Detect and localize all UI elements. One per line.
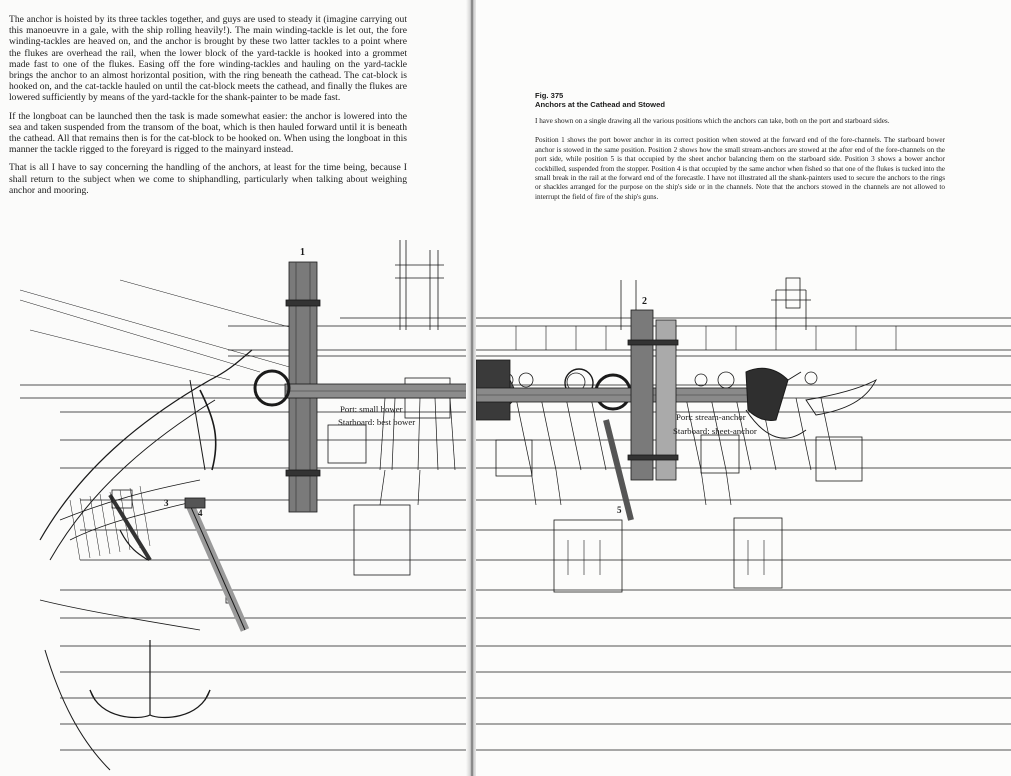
anchor-flukes-bottom	[89, 640, 211, 719]
left-page: The anchor is hoisted by its three tackl…	[0, 0, 468, 776]
anchor-position-5	[603, 419, 634, 521]
right-page: Fig. 375 Anchors at the Cathead and Stow…	[476, 0, 1011, 776]
figure-caption: Fig. 375 Anchors at the Cathead and Stow…	[535, 91, 945, 212]
anchor-position-2	[627, 309, 679, 481]
anchor-ring-1	[253, 369, 291, 407]
left-page-text: The anchor is hoisted by its three tackl…	[9, 14, 407, 203]
port-label-right: Port: stream-anchor	[676, 412, 746, 422]
paragraph-weighing-tackles: The anchor is hoisted by its three tackl…	[9, 14, 407, 104]
anchor-position-3	[108, 489, 152, 562]
paragraph-closing: That is all I have to say concerning the…	[9, 162, 407, 196]
position-4-number: 4	[198, 508, 203, 518]
port-label-left: Port: small bower	[340, 404, 403, 414]
position-3-number: 3	[164, 498, 169, 508]
anchor-shank-2	[476, 387, 767, 403]
starboard-label-left: Starboard: best bower	[338, 417, 416, 427]
paragraph-longboat: If the longboat can be launched then the…	[9, 110, 407, 156]
ship-bow-drawing-left	[19, 240, 468, 771]
book-gutter	[466, 0, 478, 776]
anchor-position-4	[184, 497, 250, 632]
starboard-label-right: Starboard: sheet-anchor	[673, 426, 757, 436]
anchor-flukes-right	[745, 367, 807, 439]
position-1-number: 1	[300, 247, 305, 258]
figure-title: Anchors at the Cathead and Stowed	[535, 100, 665, 109]
ship-side-drawing-right	[476, 277, 1011, 751]
position-2-number: 2	[642, 296, 647, 307]
figure-intro: I have shown on a single drawing all the…	[535, 117, 890, 125]
figure-number: Fig. 375	[535, 91, 564, 100]
figure-body: Position 1 shows the port bower anchor i…	[535, 136, 945, 201]
anchor-shank-1	[284, 383, 468, 399]
position-5-number: 5	[617, 505, 622, 515]
